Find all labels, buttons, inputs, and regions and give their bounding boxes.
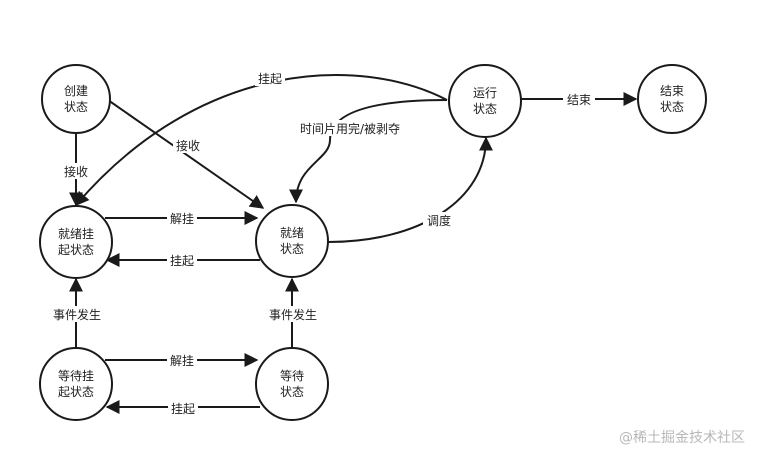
edge-label-ready-to-run: 调度 (423, 212, 455, 228)
svg-text:创建: 创建 (64, 84, 88, 98)
edge-label-run-to-ready-susp: 挂起 (255, 70, 285, 86)
node-create: 创建 状态 (41, 64, 111, 134)
svg-text:调度: 调度 (427, 213, 451, 228)
edge-label-wait-susp-to-ready-susp: 事件发生 (50, 306, 104, 322)
edge-label-wait-to-ready: 事件发生 (266, 306, 320, 322)
svg-text:运行: 运行 (473, 86, 497, 100)
node-wait-suspended: 等待挂 起状态 (39, 347, 113, 421)
svg-text:挂起: 挂起 (170, 254, 194, 268)
edge-label-wait-susp-to-wait: 解挂 (167, 352, 197, 368)
svg-text:起状态: 起状态 (58, 385, 94, 399)
edge-label-create-to-ready: 接收 (173, 137, 203, 153)
node-ready: 就绪 状态 (255, 204, 329, 278)
svg-text:事件发生: 事件发生 (269, 307, 317, 322)
svg-text:就绪挂: 就绪挂 (58, 227, 94, 241)
watermark: @稀土掘金技术社区 (619, 430, 745, 446)
edge-create-to-ready (107, 99, 265, 209)
node-ready-suspended: 就绪挂 起状态 (39, 205, 113, 279)
svg-text:结束: 结束 (567, 93, 591, 107)
svg-text:状态: 状态 (660, 100, 684, 114)
svg-text:状态: 状态 (280, 242, 304, 256)
svg-text:接收: 接收 (176, 138, 200, 153)
svg-text:解挂: 解挂 (170, 354, 194, 368)
node-wait: 等待 状态 (255, 347, 329, 421)
edge-label-ready-susp-to-ready: 解挂 (167, 210, 197, 226)
svg-text:状态: 状态 (280, 385, 304, 399)
svg-text:起状态: 起状态 (58, 243, 94, 257)
edge-run-to-ready (289, 99, 448, 204)
edge-ready-to-run (327, 136, 493, 243)
svg-text:就绪: 就绪 (280, 226, 304, 240)
svg-text:事件发生: 事件发生 (53, 307, 101, 322)
edge-label-wait-to-wait-susp: 挂起 (168, 400, 198, 416)
svg-text:等待挂: 等待挂 (58, 369, 94, 383)
svg-text:解挂: 解挂 (170, 212, 194, 226)
edge-label-run-to-end: 结束 (563, 91, 595, 107)
node-run: 运行 状态 (448, 64, 522, 138)
node-end: 结束 状态 (637, 64, 707, 134)
svg-text:接收: 接收 (64, 164, 88, 179)
edge-label-run-to-ready: 时间片用完/被剥夺 (289, 120, 411, 136)
svg-text:状态: 状态 (473, 102, 497, 116)
svg-text:结束: 结束 (660, 84, 684, 98)
edge-label-ready-to-ready-susp: 挂起 (167, 252, 197, 268)
edge-run-to-ready-susp (75, 74, 448, 207)
svg-text:等待: 等待 (280, 369, 304, 383)
svg-text:时间片用完/被剥夺: 时间片用完/被剥夺 (300, 121, 400, 136)
svg-text:挂起: 挂起 (171, 402, 195, 416)
svg-text:状态: 状态 (64, 100, 88, 114)
svg-text:挂起: 挂起 (258, 72, 282, 86)
edge-label-create-to-ready-susp: 接收 (61, 163, 91, 179)
